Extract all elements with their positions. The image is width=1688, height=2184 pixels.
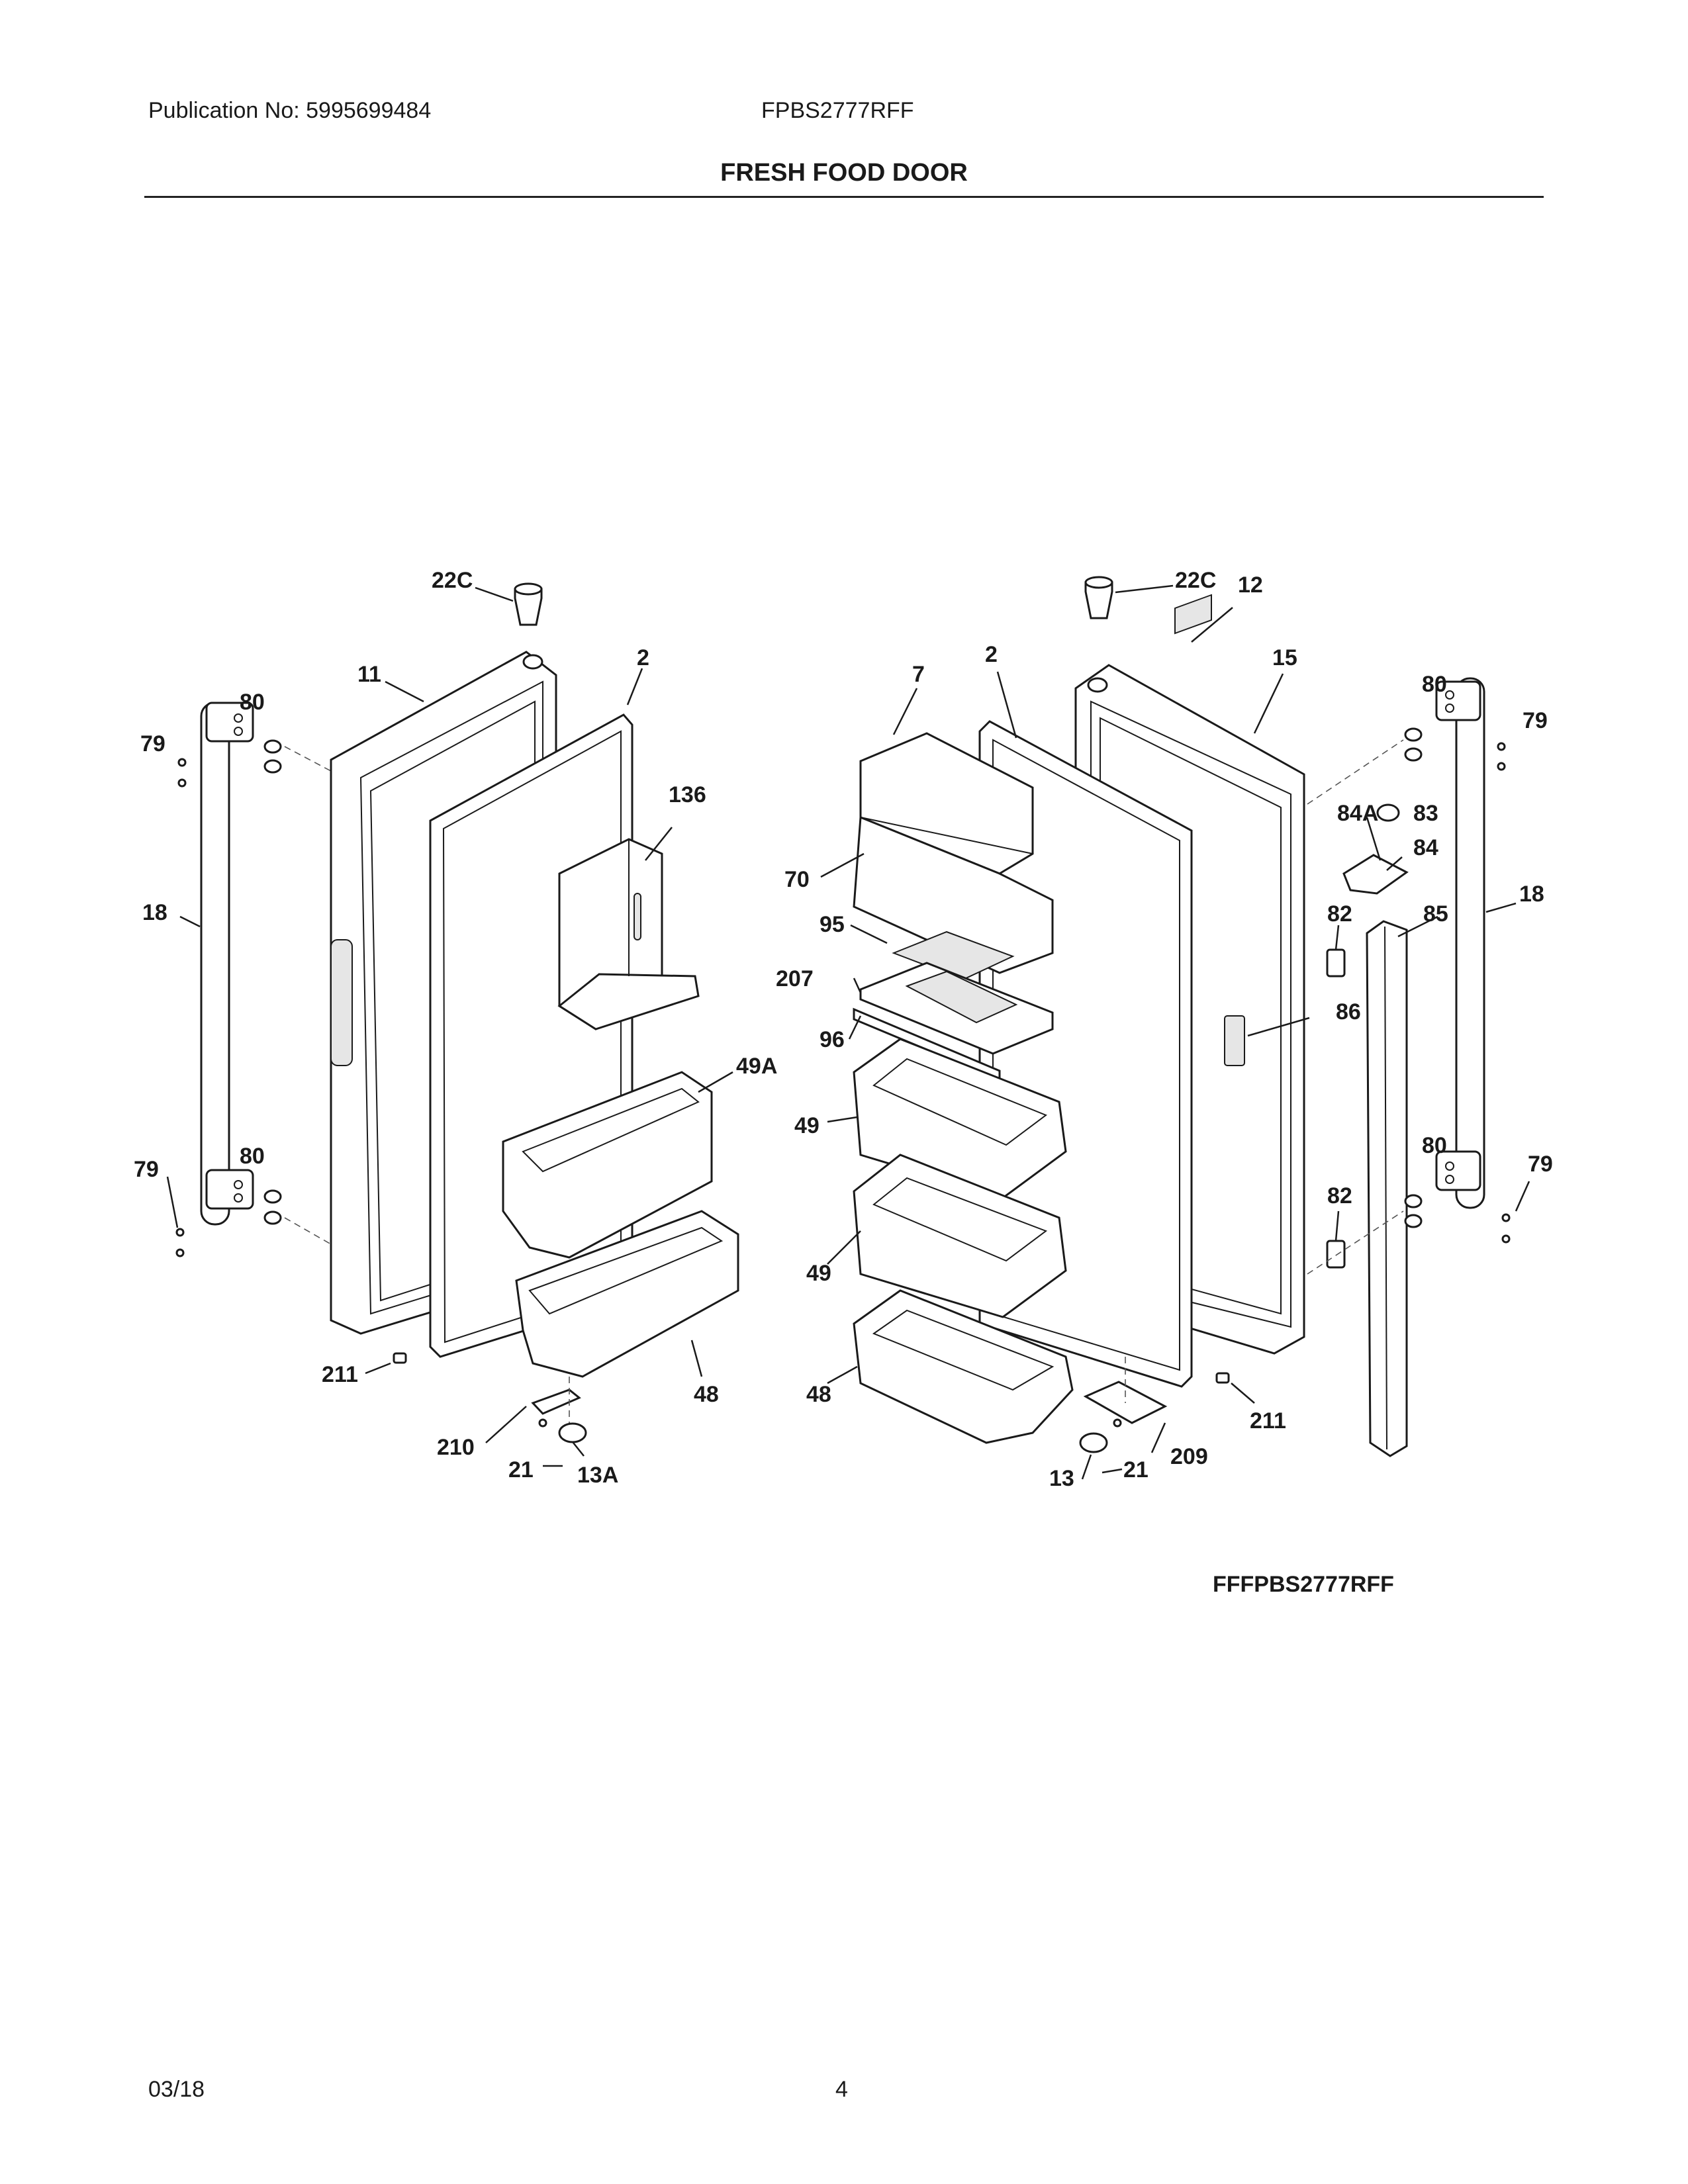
callout-2-right: 2 <box>985 642 998 667</box>
callout-209: 209 <box>1170 1444 1208 1469</box>
callout-22c-left: 22C <box>432 568 473 593</box>
publication-number: Publication No: 5995699484 <box>148 98 432 123</box>
callout-48-left: 48 <box>694 1382 719 1407</box>
right-clip-upper <box>1326 948 1346 978</box>
callout-79-left-top: 79 <box>140 731 165 756</box>
left-door-handle <box>200 702 254 1226</box>
callout-48-right: 48 <box>806 1382 831 1407</box>
callout-207: 207 <box>776 966 814 991</box>
callout-21-right: 21 <box>1123 1457 1149 1482</box>
right-handle-bracket <box>1342 803 1409 895</box>
right-door-bin-49-lower <box>853 1154 1067 1318</box>
right-bottom-hinge <box>1079 1357 1230 1453</box>
left-door-bin-49a <box>502 1071 713 1259</box>
callout-82-top: 82 <box>1327 901 1352 927</box>
callout-84: 84 <box>1413 835 1438 860</box>
left-mount-screws <box>175 739 332 1257</box>
callout-7: 7 <box>912 662 925 687</box>
model-number: FPBS2777RFF <box>761 98 914 123</box>
left-top-pin <box>514 582 543 626</box>
callout-211-right: 211 <box>1250 1408 1286 1433</box>
left-bottom-hinge <box>393 1352 587 1443</box>
callout-22c-right: 22C <box>1175 568 1216 593</box>
callout-211-left: 211 <box>322 1362 358 1387</box>
diagram-reference-code: FFFPBS2777RFF <box>1213 1572 1394 1597</box>
right-door-handle <box>1435 677 1485 1209</box>
callout-13: 13 <box>1049 1466 1074 1491</box>
right-side-trim <box>1366 920 1408 1457</box>
callout-79-right-bottom: 79 <box>1528 1152 1553 1177</box>
right-clip-lower <box>1326 1240 1346 1269</box>
header-divider <box>144 196 1544 198</box>
callout-2-left: 2 <box>637 645 649 670</box>
right-door-bin-48 <box>853 1289 1074 1444</box>
page-title: FRESH FOOD DOOR <box>720 159 968 187</box>
footer-date: 03/18 <box>148 2077 205 2102</box>
callout-136: 136 <box>669 782 706 807</box>
callout-49a: 49A <box>736 1054 777 1079</box>
callout-79-right-top: 79 <box>1523 708 1548 733</box>
right-dairy-tray <box>853 931 1054 1082</box>
callout-95: 95 <box>820 912 845 937</box>
callout-86: 86 <box>1336 999 1361 1024</box>
footer-page-number: 4 <box>835 2077 848 2102</box>
callout-13a: 13A <box>577 1463 618 1488</box>
callout-leader-lines <box>166 584 1530 1480</box>
callout-80-left-top: 80 <box>240 690 265 715</box>
left-door-bin-48 <box>515 1210 739 1378</box>
right-dairy-compartment <box>853 732 1054 974</box>
callout-11: 11 <box>357 662 381 687</box>
callout-210: 210 <box>437 1435 475 1460</box>
callout-18-right: 18 <box>1519 882 1544 907</box>
callout-80-right-top: 80 <box>1422 672 1447 697</box>
left-door-bin-136 <box>557 838 700 1030</box>
callout-49-upper: 49 <box>794 1113 820 1138</box>
callout-96: 96 <box>820 1027 845 1052</box>
callout-85: 85 <box>1423 901 1448 927</box>
callout-79-left-bottom: 79 <box>134 1157 159 1182</box>
right-top-pin <box>1084 576 1113 619</box>
callout-12: 12 <box>1238 572 1263 598</box>
callout-83: 83 <box>1413 801 1438 826</box>
right-mount-screws <box>1307 727 1511 1275</box>
callout-80-left-bottom: 80 <box>240 1144 265 1169</box>
callout-84a: 84A <box>1337 801 1378 826</box>
callout-70: 70 <box>784 867 810 892</box>
callout-49-lower: 49 <box>806 1261 831 1286</box>
callout-80-right-bottom: 80 <box>1422 1133 1447 1158</box>
callout-15: 15 <box>1272 645 1297 670</box>
callout-21-left: 21 <box>508 1457 534 1482</box>
callout-82-bottom: 82 <box>1327 1183 1352 1208</box>
callout-18-left: 18 <box>142 900 167 925</box>
right-door-label <box>1174 594 1212 635</box>
